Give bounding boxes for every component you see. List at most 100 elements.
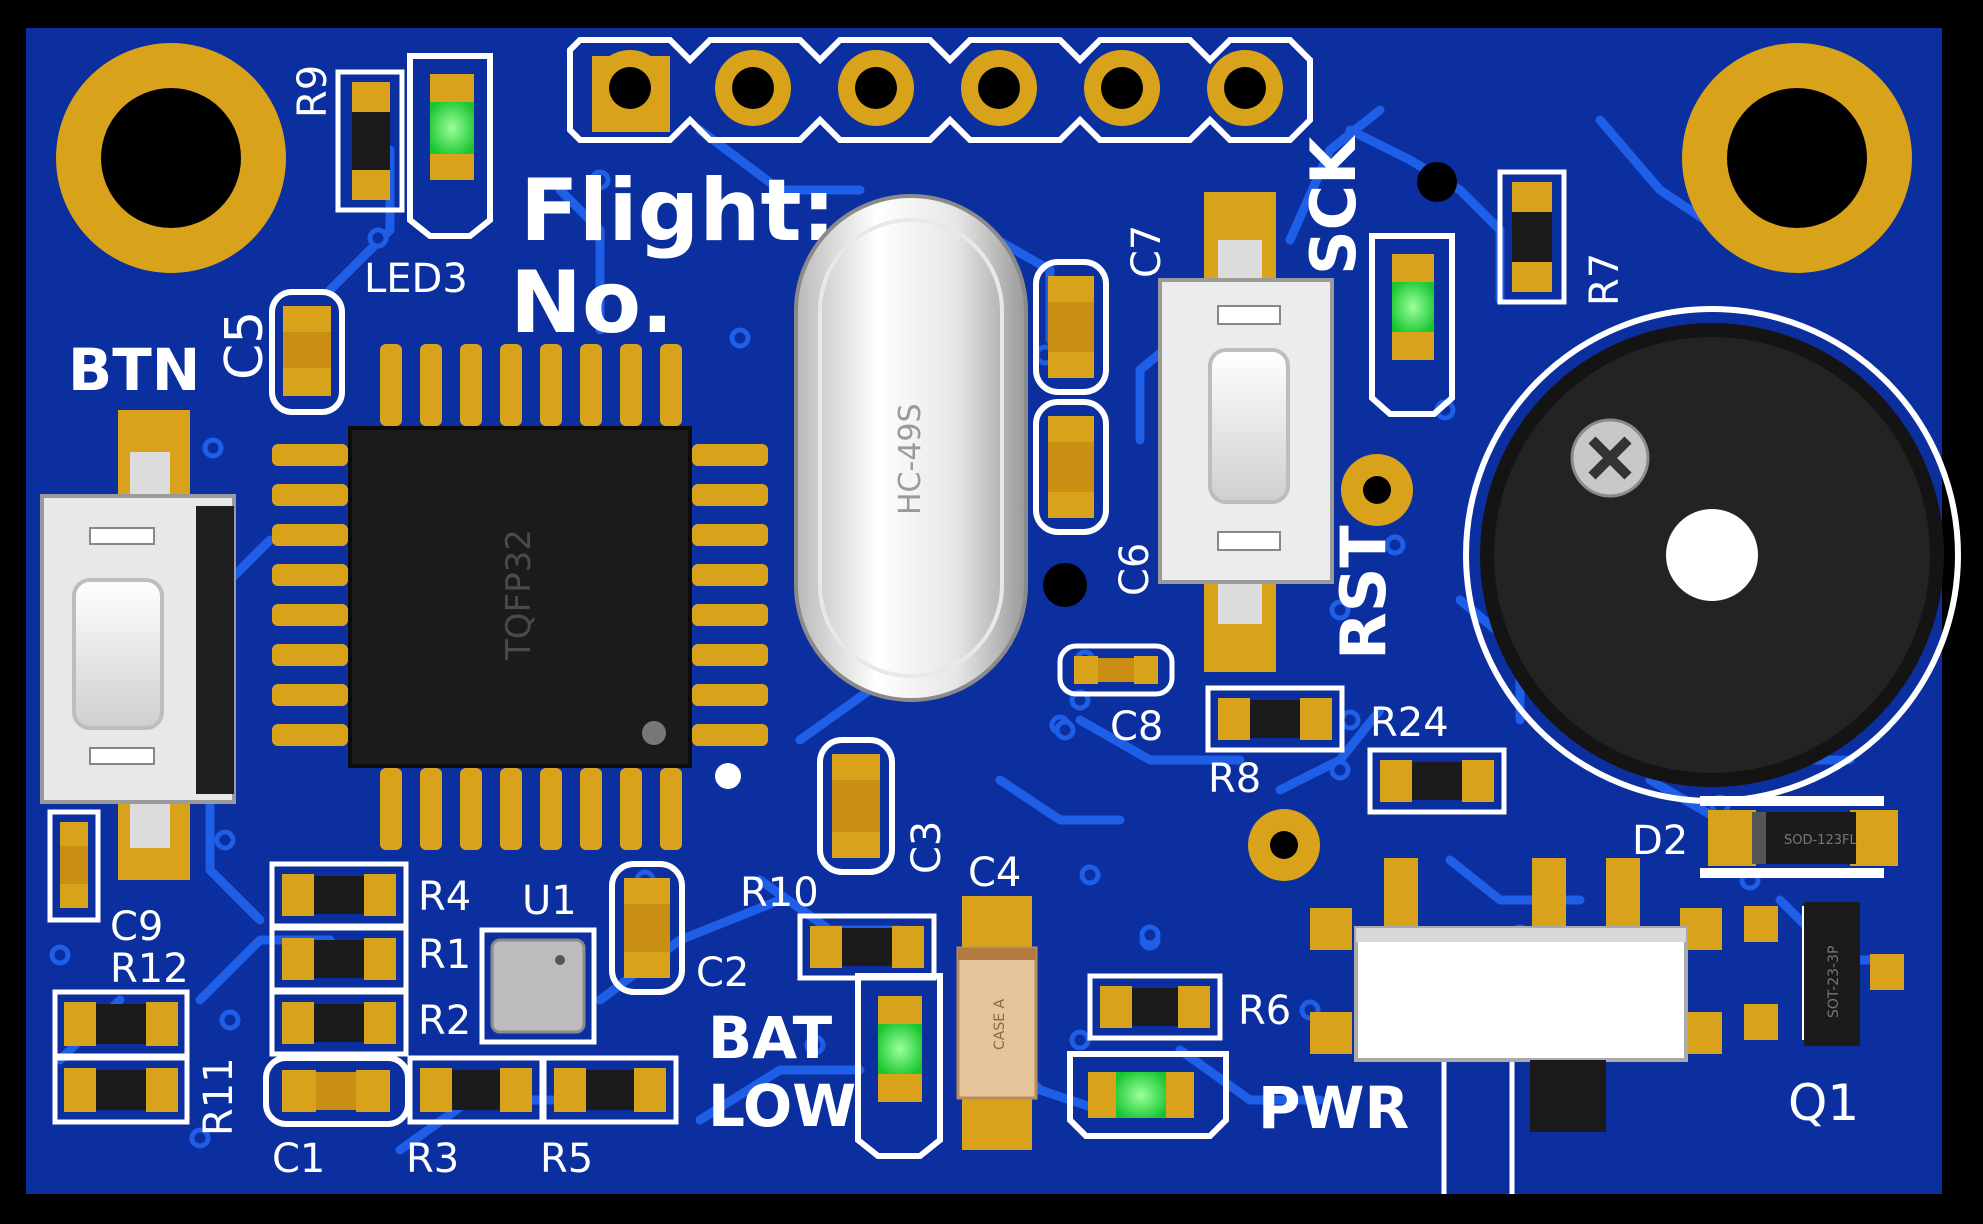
button-btn[interactable] <box>40 410 236 880</box>
resistor-r8 <box>1205 685 1345 753</box>
mcu-pin-pad <box>660 344 682 426</box>
mcu-pin-pad <box>380 344 402 426</box>
mcu-pin-pad <box>420 344 442 426</box>
mcu-pin-pad <box>620 344 642 426</box>
label-r8: R8 <box>1208 756 1261 802</box>
mcu-pin-pad <box>692 724 768 746</box>
mcu-pin-pad <box>380 768 402 850</box>
silk-low: LOW <box>708 1072 856 1140</box>
mcu-pin-pad <box>692 644 768 666</box>
mcu-pin-pad <box>500 344 522 426</box>
silk-sck: SCK <box>1297 135 1370 275</box>
capacitor-c7 <box>1033 259 1109 395</box>
button-rst[interactable] <box>1158 192 1334 672</box>
label-r11: R11 <box>196 1057 242 1136</box>
crystal-text: HC-49S <box>893 403 928 515</box>
mcu-pin-pad <box>272 644 348 666</box>
capacitor-c8 <box>1057 643 1175 697</box>
header-pin-hole <box>978 67 1020 109</box>
pin-header <box>567 37 1313 143</box>
designator-labels: R9 LED3 C5 C7 C6 R7 C8 R24 R8 C3 C4 R10 … <box>110 65 1859 1182</box>
label-d2: D2 <box>1632 818 1688 864</box>
label-r2: R2 <box>418 998 471 1044</box>
header-pin-hole <box>855 67 897 109</box>
silk-btn: BTN <box>68 336 200 404</box>
d2-pkg-text: SOD-123FL <box>1784 833 1857 848</box>
mcu-pin-pad <box>692 564 768 586</box>
buzzer <box>1463 306 1961 804</box>
label-c5: C5 <box>215 311 275 380</box>
capacitor-c6 <box>1033 399 1109 535</box>
power-slide-switch[interactable] <box>1310 858 1722 1194</box>
c4-pkg-text: CASE A <box>992 998 1008 1050</box>
capacitor-c5 <box>269 289 345 415</box>
capacitor-c9 <box>47 809 101 923</box>
resistor-r5 <box>541 1055 679 1125</box>
mcu-pin-pad <box>272 564 348 586</box>
diode-d2: SOD-123FL <box>1700 796 1898 878</box>
label-r7: R7 <box>1582 253 1628 306</box>
mcu-pin-pad <box>272 444 348 466</box>
test-pads <box>715 454 1413 881</box>
label-r9: R9 <box>290 65 336 118</box>
mcu-pin-pad <box>692 604 768 626</box>
label-u1: U1 <box>522 878 577 924</box>
mcu-pin-pad <box>272 524 348 546</box>
silk-no: No. <box>510 253 674 353</box>
label-r4: R4 <box>418 874 471 920</box>
capacitor-c4: CASE A <box>956 896 1038 1150</box>
mcu-pin-pad <box>272 724 348 746</box>
label-q1: Q1 <box>1788 1074 1859 1132</box>
label-led3: LED3 <box>364 256 468 302</box>
label-r12: R12 <box>110 946 189 992</box>
resistor-r4 <box>269 861 409 929</box>
resistor-r7 <box>1497 169 1567 305</box>
label-c9: C9 <box>110 904 163 950</box>
label-r10: R10 <box>740 870 819 916</box>
header-pin-hole <box>732 67 774 109</box>
resistor-r9 <box>335 69 405 213</box>
mcu-pin-pad <box>272 484 348 506</box>
transistor-q1: SOT-23-3P <box>1744 902 1904 1046</box>
resistor-r24 <box>1367 747 1507 815</box>
label-c1: C1 <box>272 1136 325 1182</box>
mcu-pin-pad <box>272 684 348 706</box>
mcu-pin-pad <box>540 344 562 426</box>
mcu-pin-pad <box>692 684 768 706</box>
label-r1: R1 <box>418 932 471 978</box>
led-bat-low <box>855 973 943 1159</box>
silk-pwr: PWR <box>1258 1074 1409 1142</box>
q1-pkg-text: SOT-23-3P <box>1826 946 1842 1018</box>
led-pwr <box>1067 1051 1229 1139</box>
mcu-tqfp32: TQFP32 <box>272 344 768 850</box>
resistor-r1 <box>269 925 409 993</box>
silk-rst: RST <box>1327 525 1400 660</box>
label-c8: C8 <box>1110 704 1163 750</box>
label-c3: C3 <box>904 821 950 874</box>
mcu-pin-pad <box>692 444 768 466</box>
label-c4: C4 <box>968 850 1021 896</box>
mcu-pin-pad <box>460 344 482 426</box>
label-r3: R3 <box>406 1136 459 1182</box>
header-pin-hole <box>1224 67 1266 109</box>
mcu-pin-pad <box>692 484 768 506</box>
mounting-hole-left <box>56 43 286 273</box>
capacitor-c2 <box>609 861 685 995</box>
mcu-text: TQFP32 <box>499 529 539 661</box>
led-led3 <box>407 53 493 239</box>
mcu-pin-pad <box>692 524 768 546</box>
mcu-pin-pad <box>580 344 602 426</box>
label-r5: R5 <box>540 1136 593 1182</box>
resistor-r12 <box>52 989 190 1059</box>
mcu-pin-pad <box>460 768 482 850</box>
drill-holes <box>1043 162 1457 607</box>
mcu-pin-pad <box>500 768 522 850</box>
label-c6: C6 <box>1112 543 1158 596</box>
label-r24: R24 <box>1370 700 1449 746</box>
mcu-pin-pad <box>272 604 348 626</box>
header-pin-hole <box>609 67 651 109</box>
resistor-r11 <box>52 1055 190 1125</box>
mcu-pin-pad <box>620 768 642 850</box>
label-c7: C7 <box>1124 225 1170 278</box>
